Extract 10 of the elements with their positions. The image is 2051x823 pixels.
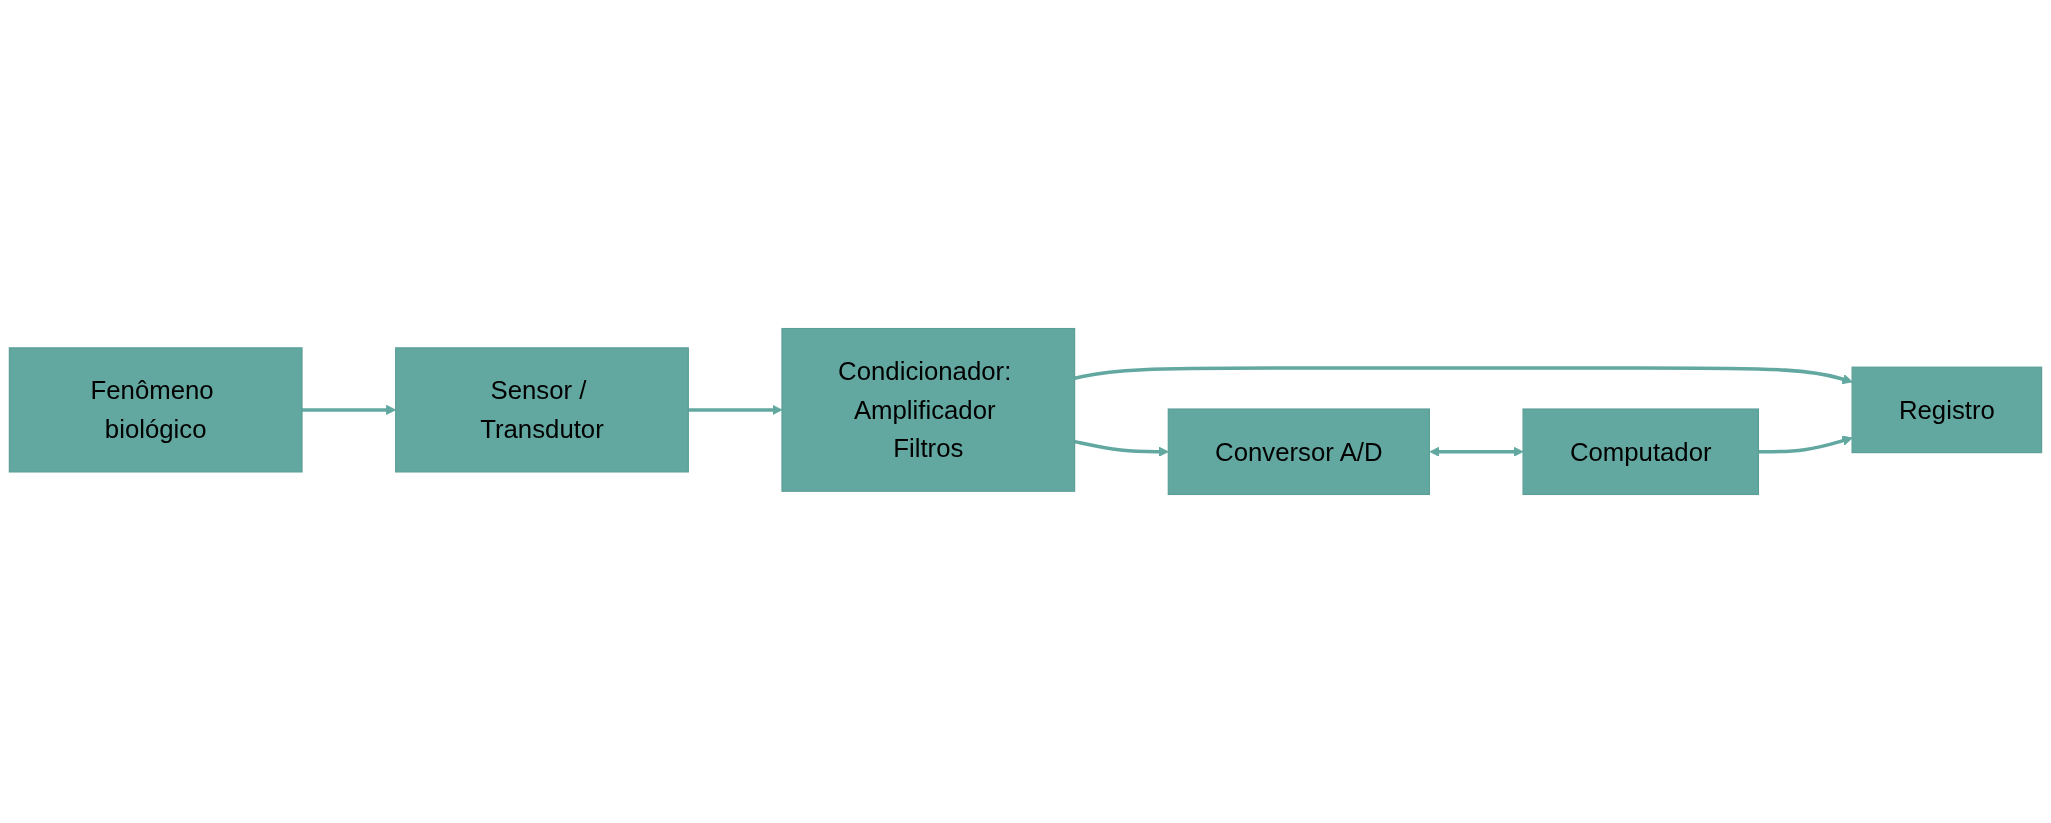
node-box: Condicionador: Amplificador Filtros [781,327,1076,492]
node-box: Conversor A/D [1167,408,1430,496]
node-box: Sensor / Transdutor [395,347,689,473]
arrow [1758,435,1853,454]
node-box: Fenômeno biológico [8,347,303,473]
arrow [1429,446,1524,457]
arrow [1074,439,1169,457]
arrow [1074,366,1853,385]
node-box: Registro [1851,366,2043,454]
node-box: Computador [1522,408,1760,496]
